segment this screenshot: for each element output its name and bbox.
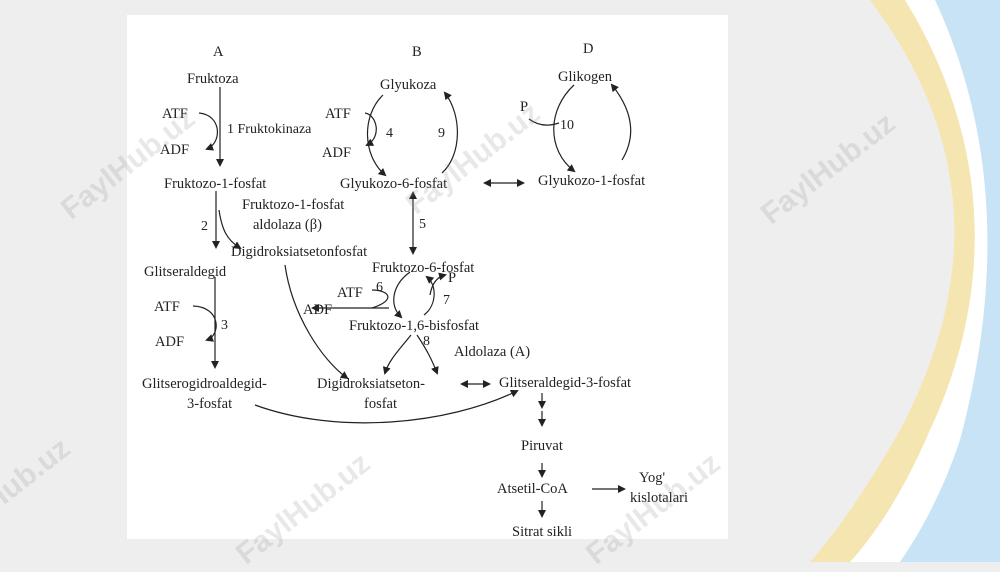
- node-digidroksiatsetonfosfat: Digidroksiatsetonfosfat: [231, 244, 368, 260]
- cofactor-atf-3: ATF: [154, 299, 180, 315]
- step-5: 5: [419, 217, 426, 232]
- node-glitserogidroaldegid: Glitserogidroaldegid-: [142, 376, 267, 392]
- node-yog: Yog': [639, 470, 666, 486]
- step-3: 3: [221, 318, 228, 333]
- arrow-step-8-right: [416, 334, 439, 375]
- cofactor-atf-4: ATF: [325, 106, 351, 122]
- node-glitseraldegid-3-fosfat: Glitseraldegid-3-fosfat: [499, 375, 632, 391]
- column-b-label: B: [412, 44, 422, 60]
- arrow-p-10: [528, 118, 560, 126]
- node-glyukoza: Glyukoza: [380, 77, 437, 93]
- arrow-step-10: [553, 84, 576, 173]
- arrow-step-4: [366, 94, 387, 177]
- cofactor-pi-7: P: [448, 270, 457, 286]
- enzyme-aldolaza-a: Aldolaza (A): [454, 344, 531, 360]
- step-8: 8: [423, 334, 430, 349]
- cofactor-atf-6: ATF: [337, 285, 363, 301]
- pathway-arrows: [192, 83, 632, 518]
- node-fruktozo-6-fosfat: Fruktozo-6-fosfat: [372, 260, 475, 276]
- column-a-label: A: [213, 44, 224, 60]
- node-piruvat: Piruvat: [521, 438, 563, 454]
- arrow-atf-adf-3: [192, 305, 217, 342]
- arrow-glikogen-synthesis: [610, 83, 632, 161]
- step-4: 4: [386, 126, 393, 141]
- arrow-step-9: [441, 91, 458, 174]
- step-7: 7: [443, 293, 450, 308]
- node-fruktoza: Fruktoza: [187, 71, 239, 87]
- arrow-to-pi: [429, 272, 447, 296]
- arrow-atf-6-curve: [371, 289, 389, 309]
- arrow-dhap-curve: [284, 264, 349, 380]
- cofactor-adf-4: ADF: [322, 145, 352, 161]
- column-d-label: D: [583, 41, 594, 57]
- node-fruktozo-1-fosfat: Fruktozo-1-fosfat: [164, 176, 267, 192]
- enzyme-aldolaza-beta: aldolaza (β): [253, 217, 322, 233]
- step-1-fruktokinaza: 1 Fruktokinaza: [227, 122, 312, 137]
- arrow-atf-adf-4: [364, 112, 377, 146]
- enzyme-fruktozo-1-fosfat-aldolaza: Fruktozo-1-fosfat: [242, 197, 345, 213]
- diagram-panel: A B D Fruktoza Glyukoza Glikogen Fruktoz…: [127, 15, 728, 539]
- cofactor-p-10: P: [520, 99, 529, 115]
- node-glitserogidroaldegid-3-fosfat: 3-fosfat: [187, 396, 233, 412]
- step-2: 2: [201, 219, 208, 234]
- node-sitrat-sikli: Sitrat sikli: [512, 524, 573, 540]
- node-fruktozo-1-6-bisfosfat: Fruktozo-1,6-bisfosfat: [349, 318, 480, 334]
- node-glyukozo-6-fosfat: Glyukozo-6-fosfat: [340, 176, 448, 192]
- node-glikogen: Glikogen: [558, 69, 612, 85]
- node-glitseraldegid: Glitseraldegid: [144, 264, 227, 280]
- arrow-step-8-left: [382, 334, 412, 375]
- step-9: 9: [438, 126, 445, 141]
- node-kislotalari: kislotalari: [630, 490, 688, 506]
- cofactor-adf-3: ADF: [155, 334, 185, 350]
- arrow-step-7: [423, 275, 435, 316]
- arrow-to-digidroksiatsetonfosfat: [218, 209, 242, 250]
- step-6: 6: [376, 280, 383, 295]
- arrow-step-6: [393, 271, 411, 319]
- cofactor-atf-1: ATF: [162, 106, 188, 122]
- node-glyukozo-1-fosfat: Glyukozo-1-fosfat: [538, 173, 646, 189]
- node-digidroksiatseton: Digidroksiatseton-: [317, 376, 425, 392]
- cofactor-adf-1: ADF: [160, 142, 190, 158]
- cofactor-adf-6: ADF: [303, 302, 333, 318]
- node-atsetil-coa: Atsetil-CoA: [497, 481, 568, 497]
- arrow-atf-adf-1: [198, 112, 219, 151]
- node-digidroksiatseton-fosfat: fosfat: [364, 396, 398, 412]
- arrow-to-glitseraldegid-3-fosfat: [254, 390, 519, 424]
- step-10: 10: [560, 118, 574, 133]
